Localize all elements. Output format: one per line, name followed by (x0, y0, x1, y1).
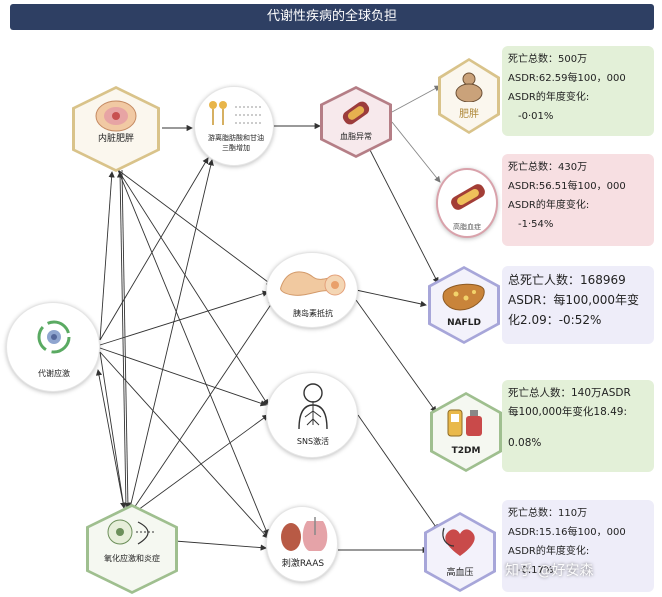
edge-stress-obesity (99, 171, 115, 341)
edge-oxidative-obesity (116, 171, 127, 509)
hyperlipidemia-asdr: ASDR:56.51每100，000 (508, 181, 626, 192)
sns-activation-label: SNS激活 (296, 437, 330, 446)
oxidative-inflammation-label: 氧化应激和炎症 (104, 554, 160, 563)
sns-activation-node: SNS激活 (266, 372, 358, 458)
edge-oxidative-sns (137, 414, 269, 511)
edge-obesity-oxidative (121, 169, 132, 509)
cell-inflammation-icon (107, 519, 156, 545)
edge-insulin-t2dm (355, 299, 437, 413)
t2dm-deaths-asdr: 死亡总人数：140万ASDR (508, 387, 631, 399)
lipid-molecule-icon (209, 101, 261, 125)
insulin-resistance-label: 胰岛素抵抗 (293, 309, 333, 318)
hypertension-deaths: 死亡总数：110万 (508, 508, 588, 519)
hypertension-asdr: ASDR:15.16每100，000 (508, 527, 626, 538)
metabolic-stress-node: 代谢应激 (6, 302, 100, 392)
obesity-outcome-label: 肥胖 (459, 109, 479, 120)
hypertension-stats-card: 死亡总数：110万 ASDR:15.16每100，000 ASDR的年度变化: … (502, 500, 654, 592)
obesity-deaths: 死亡总数：500万 (508, 54, 588, 65)
hyperlipidemia-asdr-change-label: ASDR的年度变化: (508, 200, 590, 211)
edge-sns-hypertension (357, 414, 439, 531)
fatty-liver-icon (442, 283, 485, 311)
heart-stethoscope-icon (442, 527, 475, 556)
hypertension-outcome-label: 高血压 (446, 568, 474, 578)
glucose-meter-icon (447, 409, 482, 437)
blood-vessel-icon (342, 101, 370, 125)
hyperlipidemia-deaths: 死亡总数：430万 (508, 162, 588, 173)
nafld-outcome-node: NAFLD (428, 266, 500, 344)
edge-stress-oxidative (99, 351, 127, 509)
edge-oxidative-ffa (129, 159, 214, 509)
metabolic-stress-label: 代谢应激 (38, 369, 70, 378)
nervous-system-icon (298, 383, 328, 430)
watermark: 知乎 @好安森 (505, 563, 594, 579)
ffa-tg-label: 游离脂肪酸和甘油三酯增加 (208, 134, 264, 152)
hyperlipidemia-stats-card: 死亡总数：430万 ASDR:56.51每100，000 ASDR的年度变化: … (502, 154, 654, 246)
edge-obesity-insulin (117, 169, 273, 286)
edge-insulin-nafld (355, 289, 427, 307)
hyperlipidemia-asdr-change-value: -1·54% (518, 219, 554, 230)
ffa-tg-node: 游离脂肪酸和甘油三酯增加 (194, 86, 274, 166)
obesity-asdr-change-label: ASDR的年度变化: (508, 92, 590, 103)
edge-oxidative-insulin (133, 299, 275, 509)
clogged-artery-icon (451, 184, 485, 210)
obesity-asdr: ASDR:62.59每100，000 (508, 73, 626, 84)
t2dm-stats-card: 死亡总人数：140万ASDR 每100,000年变化18.49: 0.08% (502, 380, 654, 472)
edge-obesity-raas (117, 169, 269, 536)
raas-label: 刺激RAAS (281, 559, 325, 569)
t2dm-outcome-label: T2DM (451, 446, 481, 456)
cycle-arrows-icon (37, 320, 71, 354)
hypertension-asdr-change-value: -0.17% (518, 565, 554, 576)
obesity-asdr-change-value: -0·01% (518, 111, 554, 122)
edge-obesity-sns (117, 169, 269, 406)
edge-stress-ffa (99, 157, 209, 341)
t2dm-asdr-change-value: 0.08% (508, 437, 542, 449)
pancreas-icon (280, 271, 346, 296)
t2dm-outcome-node: T2DM (430, 392, 502, 472)
edge-stress-raas (99, 351, 269, 539)
edge-dyslipidemia-hyperlipidemia (391, 121, 441, 183)
edge-oxidative-stress (95, 369, 125, 509)
nafld-outcome-label: NAFLD (447, 318, 481, 328)
nafld-asdr: ASDR：每100,000年变 (508, 293, 640, 307)
hyperlipidemia-outcome-node: 高脂血症 (436, 168, 498, 238)
edge-stress-sns (99, 347, 267, 407)
hyperlipidemia-outcome-label: 高脂血症 (453, 223, 481, 231)
obesity-outcome-node: 肥胖 (438, 58, 500, 134)
insulin-resistance-node: 胰岛素抵抗 (266, 252, 358, 328)
edge-dyslipidemia-nafld (369, 149, 439, 284)
kidney-lung-icon (281, 517, 328, 551)
visceral-obesity-label: 内脏肥胖 (97, 134, 134, 144)
edge-oxidative-raas (161, 539, 267, 551)
abdomen-cross-section-icon (95, 100, 137, 132)
page-title: 代谢性疾病的全球负担 (10, 4, 654, 30)
edge-stress-insulin (99, 290, 269, 346)
nafld-stats-card: 总死亡人数：168969 ASDR：每100,000年变 化2.09：-0:52… (502, 266, 654, 344)
obesity-stats-card: 死亡总数：500万 ASDR:62.59每100，000 ASDR的年度变化: … (502, 46, 654, 136)
dyslipidemia-node: 血脂异常 (320, 86, 392, 158)
t2dm-asdr-change-label: 每100,000年变化18.49: (508, 406, 628, 418)
raas-node: 刺激RAAS (266, 506, 338, 582)
obese-person-icon (455, 72, 483, 102)
nafld-deaths: 总死亡人数：168969 (508, 273, 626, 287)
nafld-asdr-change: 化2.09：-0:52% (508, 313, 602, 327)
hypertension-asdr-change-label: ASDR的年度变化: (508, 546, 590, 557)
edge-dyslipidemia-obesity (391, 85, 441, 113)
dyslipidemia-label: 血脂异常 (340, 132, 372, 141)
